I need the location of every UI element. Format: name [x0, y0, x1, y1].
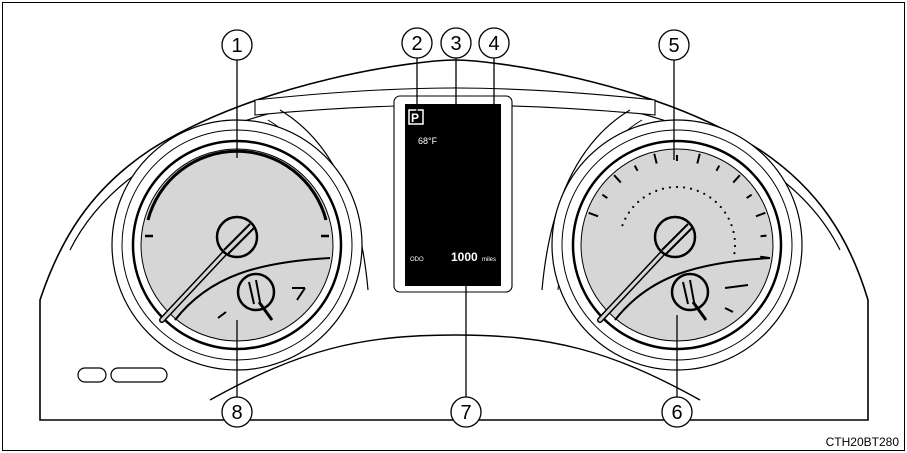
outside-temperature: 68°F: [418, 136, 438, 146]
right-subgauge-hub: [670, 272, 710, 312]
speed-dot: [733, 237, 736, 241]
shift-indicator-box: [408, 109, 424, 125]
multi-information-display: P 68°F ODO 1000 miles: [405, 104, 501, 286]
figure-code: CTH20BT280: [825, 435, 899, 449]
speed-tick: [601, 193, 608, 199]
right-gauge: [551, 119, 803, 371]
callout-7: 7: [450, 396, 482, 428]
speed-dot: [655, 189, 658, 192]
svg-text:1: 1: [231, 35, 242, 57]
callout-6: 6: [661, 396, 693, 428]
speed-dot: [624, 217, 627, 220]
callout-5: 5: [658, 29, 690, 61]
speed-tick: [755, 211, 766, 218]
speed-tick: [760, 234, 767, 238]
callout-leaders: [236, 58, 678, 398]
speed-dot: [632, 205, 635, 209]
left-gauge: [111, 119, 363, 371]
speed-dot: [661, 187, 665, 190]
svg-text:4: 4: [488, 33, 499, 55]
speed-inner-dot-scale: [621, 185, 737, 255]
svg-text:6: 6: [671, 402, 682, 424]
speed-dot: [703, 192, 706, 195]
speed-dot: [733, 244, 737, 248]
speed-dot: [696, 189, 699, 192]
speed-dot: [727, 217, 730, 220]
speed-dot: [723, 211, 727, 214]
svg-text:8: 8: [231, 402, 242, 424]
speed-tick: [613, 174, 622, 184]
speed-dot: [648, 192, 651, 195]
left-switch-large[interactable]: [110, 367, 168, 383]
speed-dot: [682, 186, 686, 189]
odometer-value: 1000: [451, 250, 478, 264]
callout-8: 8: [221, 396, 253, 428]
callout-3: 3: [440, 27, 472, 59]
speed-dot: [689, 187, 693, 190]
speed-tick: [588, 211, 599, 218]
speed-tick: [715, 165, 721, 172]
right-bezel-arch: [541, 109, 631, 291]
speed-dot: [642, 196, 645, 199]
speed-dot: [709, 196, 712, 199]
speed-dot: [675, 185, 679, 189]
speed-tick: [696, 153, 701, 164]
speed-dot: [714, 200, 717, 203]
left-subgauge-hub: [236, 272, 276, 312]
odometer-unit: miles: [482, 257, 496, 263]
speed-dot: [627, 211, 631, 214]
callout-2: 2: [401, 27, 433, 59]
speed-dot: [730, 224, 733, 227]
speed-dot: [733, 251, 736, 255]
callout-1: 1: [221, 29, 253, 61]
shift-indicator: P: [411, 111, 419, 125]
speed-dot: [621, 224, 624, 227]
speed-tick: [653, 153, 658, 164]
svg-text:2: 2: [411, 33, 422, 55]
svg-text:5: 5: [668, 35, 679, 57]
odometer-label: ODO: [410, 257, 424, 263]
left-switch-small[interactable]: [77, 367, 107, 383]
svg-text:3: 3: [450, 33, 461, 55]
speed-dot: [732, 230, 735, 234]
speed-ticks: [588, 153, 771, 260]
speed-dot: [668, 186, 672, 189]
speed-dot: [637, 200, 640, 203]
speed-tick: [746, 193, 753, 199]
callout-4: 4: [478, 27, 510, 59]
svg-text:7: 7: [460, 402, 471, 424]
speed-tick: [732, 174, 741, 184]
speed-dot: [719, 205, 722, 209]
speed-tick: [633, 165, 639, 172]
cluster-lower-edge: [209, 334, 701, 401]
